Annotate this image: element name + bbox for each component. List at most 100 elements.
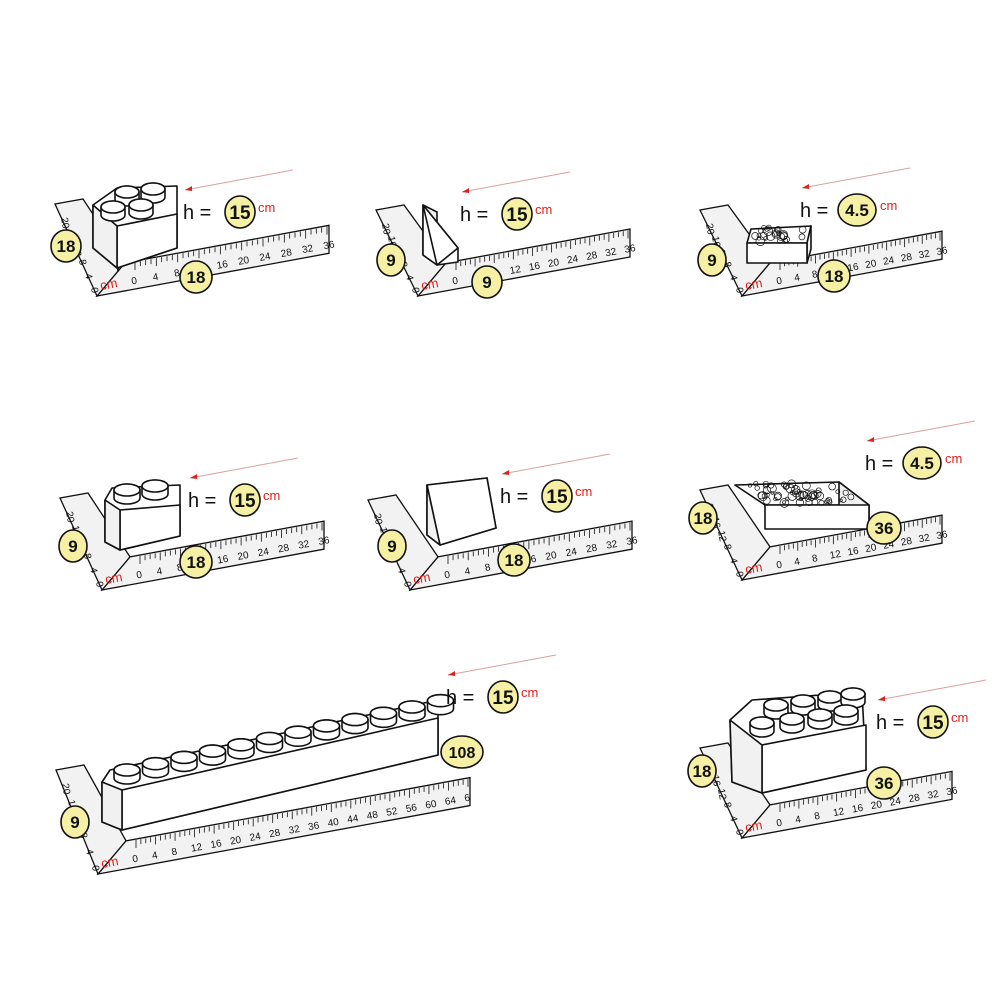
- brick-1x12-stud-top: [426, 693, 455, 708]
- brick-2x4-left: [729, 719, 763, 794]
- brick-1x12-stud-top: [113, 763, 141, 777]
- flat-large-bubble: [801, 481, 811, 491]
- length-6-circle: [866, 511, 902, 545]
- ruler-4-vertical-label: 20: [63, 511, 76, 524]
- flat-large-bubble: [768, 482, 775, 489]
- ruler-7-label: 24: [249, 831, 262, 844]
- flat-large-bubble: [804, 495, 812, 502]
- brick-1x12-stud-top: [369, 706, 398, 721]
- length-4-circle: [179, 545, 213, 579]
- height-1-ext-top: [184, 169, 294, 191]
- flat-large-bubble: [787, 491, 797, 501]
- length-3: 18: [817, 259, 851, 293]
- depth-3-circle: [697, 243, 727, 277]
- ruler-7-label: 56: [405, 802, 418, 815]
- height-6-arrow-icon: [867, 437, 874, 442]
- depth-6: 18: [688, 501, 718, 535]
- ruler-8-label: 24: [889, 796, 902, 809]
- flat-plate-bubble: [759, 232, 768, 241]
- ruler-7-label: 4: [151, 850, 159, 862]
- ruler-7-label: 6: [464, 793, 472, 805]
- flat-plate-bubble: [751, 232, 759, 240]
- height-8-badge-circle: [917, 705, 949, 739]
- ruler-7-label: 52: [385, 806, 398, 819]
- height-6-ext-top: [866, 420, 976, 442]
- ruler-8-label: 20: [870, 799, 883, 812]
- ruler-7-label: 28: [268, 827, 281, 840]
- ruler-3-unit: cm: [744, 275, 764, 293]
- height-2-prefix: h =: [460, 204, 488, 226]
- ruler-3-label: 8: [811, 269, 819, 281]
- brick-1x12: [101, 693, 455, 831]
- ruler-3-label: 20: [864, 258, 877, 271]
- height-8-badge-value: 15: [922, 713, 944, 734]
- flat-plate-bubble: [763, 226, 773, 236]
- ruler-1-vertical-label: 20: [58, 217, 71, 230]
- ruler-4-label: 36: [318, 535, 331, 548]
- ruler-7-label: 44: [346, 813, 359, 826]
- ruler-4-label: 28: [277, 543, 290, 556]
- ruler-8-label: 28: [908, 792, 921, 805]
- ruler-6-label: 4: [793, 556, 801, 568]
- height-7-arrow-icon: [448, 671, 455, 676]
- ruler-8-label: 8: [813, 811, 821, 823]
- ruler-3-label: 0: [776, 276, 784, 288]
- brick-1x12-stud-top: [341, 712, 369, 727]
- flat-large-bubble: [785, 496, 790, 502]
- ruler-7-label: 60: [425, 799, 438, 812]
- flat-plate-bubble: [776, 232, 785, 241]
- height-6-badge: 4.5: [902, 446, 942, 480]
- ruler-2-label: 12: [509, 264, 522, 277]
- height-7-badge: 15: [487, 680, 519, 714]
- ruler-5-label: 32: [605, 539, 618, 552]
- brick-2x4-stud-top: [833, 704, 859, 718]
- ruler-7-vertical-arm: [55, 764, 127, 876]
- ruler-1-label: 0: [131, 276, 139, 288]
- brick-1x12-left: [101, 781, 123, 831]
- ruler-8-vertical-label: 0: [733, 829, 745, 837]
- brick-2x4-stud-top: [840, 687, 866, 701]
- depth-5-value: 9: [387, 537, 396, 556]
- height-2-badge-value: 15: [506, 205, 528, 226]
- height-8-badge: 15: [917, 705, 949, 739]
- flat-large-bubble: [773, 491, 782, 500]
- depth-8-circle: [687, 754, 717, 788]
- depth-7: 9: [60, 805, 90, 839]
- ruler-2-vertical-label: 20: [379, 223, 392, 236]
- height-4-badge-value: 15: [234, 491, 256, 512]
- ruler-6-label: 32: [918, 532, 931, 545]
- height-8-unit: cm: [951, 710, 968, 725]
- flat-large-bubble: [761, 493, 768, 499]
- ruler-4-unit: cm: [104, 569, 124, 587]
- flat-large-bubble: [780, 481, 788, 488]
- flat-plate-bubble: [758, 228, 764, 234]
- height-7-badge-circle: [487, 680, 519, 714]
- ruler-4-label: 24: [257, 546, 270, 559]
- flat-large-bubble: [824, 499, 829, 504]
- length-4-value: 18: [187, 553, 206, 572]
- flat-large-bubble: [840, 496, 847, 503]
- height-2-arrow-icon: [462, 188, 469, 193]
- ruler-8-label: 36: [946, 785, 959, 798]
- depth-8-value: 18: [693, 762, 712, 781]
- ruler-3-vertical-label: 8: [721, 261, 733, 269]
- height-3-prefix: h =: [800, 200, 828, 222]
- flat-large-bubble: [747, 483, 753, 488]
- ruler-1-label: 36: [323, 239, 336, 252]
- ruler-8-label: 4: [794, 814, 802, 826]
- ruler-1-label: 32: [301, 243, 314, 256]
- ruler-5-label: 0: [444, 570, 452, 582]
- depth-6-value: 18: [694, 509, 713, 528]
- height-1-badge-circle: [224, 195, 256, 229]
- ruler-2-label: 36: [624, 243, 637, 256]
- height-3-ext-top: [801, 167, 911, 189]
- height-3-badge-value: 4.5: [845, 201, 869, 220]
- height-4-arrow-icon: [190, 474, 197, 479]
- ruler-3-vertical-label: 0: [733, 287, 745, 295]
- height-5-arrow-icon: [502, 470, 509, 475]
